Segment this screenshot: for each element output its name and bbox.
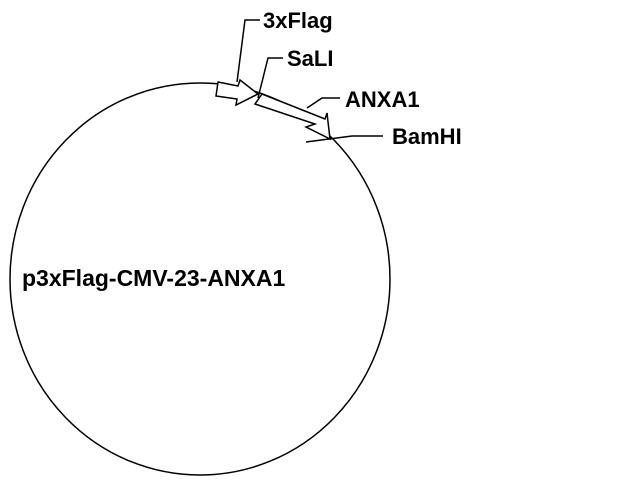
insert-label: ANXA1 <box>345 87 420 112</box>
flag-feature-arrow <box>215 78 260 107</box>
plasmid-name: p3xFlag-CMV-23-ANXA1 <box>22 265 285 291</box>
sali-label: SaLI <box>287 46 333 71</box>
insert-leader-line <box>306 97 340 109</box>
insert-feature-arrow <box>253 93 331 141</box>
bamhi-leader-line <box>305 135 383 143</box>
sali-leader-line <box>257 57 283 99</box>
flag-leader-line <box>236 19 260 83</box>
plasmid-backbone-circle <box>9 82 391 476</box>
flag-label: 3xFlag <box>263 8 333 33</box>
bamhi-label: BamHI <box>392 124 462 149</box>
